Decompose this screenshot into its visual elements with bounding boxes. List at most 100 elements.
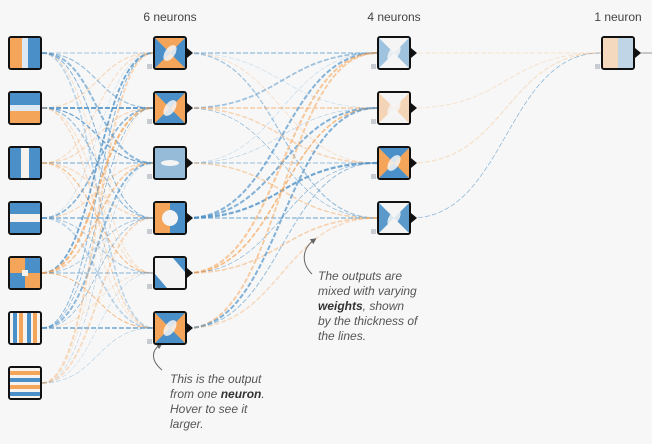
neuron-thumbnail [155,93,185,123]
neuron-output-arrow-icon [411,103,417,113]
neuron-output-arrow-icon [187,48,193,58]
neuron-2-0[interactable] [377,36,411,70]
weight-link-1-2-0[interactable] [186,52,378,164]
neuron-1-3[interactable] [153,201,187,235]
weight-link-2-3-0[interactable] [410,52,602,219]
weight-link-0-5-0[interactable] [41,52,154,329]
weight-link-0-6-0[interactable] [41,52,154,384]
annotation-weights: The outputs are mixed with varying weigh… [318,269,418,343]
neuron-thumbnail [379,148,409,178]
weight-link-0-0-2[interactable] [41,52,154,164]
weight-link-0-1-3[interactable] [41,107,154,219]
annotation-pointer-output [153,343,163,371]
weight-link-1-2-1[interactable] [186,107,378,164]
input-feature-6[interactable] [8,366,42,400]
neuron-thumbnail [379,203,409,233]
weight-link-0-6-1[interactable] [41,107,154,384]
neuron-thumbnail [155,313,185,343]
neuron-output-arrow-icon [187,213,193,223]
weight-link-1-4-2[interactable] [186,162,378,274]
weight-link-0-6-3[interactable] [41,217,154,384]
neuron-1-4[interactable] [153,256,187,290]
neuron-thumbnail [379,93,409,123]
weight-link-0-2-1[interactable] [41,107,154,164]
input-feature-0[interactable] [8,36,42,70]
neuron-output-arrow-icon [411,48,417,58]
weight-link-1-4-3[interactable] [186,217,378,274]
input-feature-2[interactable] [8,146,42,180]
neuron-output-arrow-icon [187,268,193,278]
weight-link-0-5-4[interactable] [41,272,154,329]
bias-square-icon[interactable] [371,119,376,124]
neuron-thumbnail [155,148,185,178]
weight-link-1-3-1[interactable] [186,106,378,220]
neuron-2-1[interactable] [377,91,411,125]
weight-link-0-4-2[interactable] [41,162,154,274]
bias-square-icon[interactable] [147,64,152,69]
input-feature-5[interactable] [8,311,42,345]
bias-square-icon[interactable] [147,174,152,179]
weight-link-1-5-3[interactable] [186,217,378,329]
neuron-output-arrow-icon [187,323,193,333]
neuron-output-arrow-icon [635,48,641,58]
weight-links [41,51,652,384]
neuron-thumbnail [155,38,185,68]
neuron-thumbnail [379,38,409,68]
neuron-1-2[interactable] [153,146,187,180]
neuron-3-0[interactable] [601,36,635,70]
neuron-thumbnail [10,313,40,343]
weight-link-0-1-2[interactable] [41,107,154,164]
bias-square-icon[interactable] [371,64,376,69]
weight-link-0-5-3[interactable] [41,217,154,329]
input-feature-1[interactable] [8,91,42,125]
weight-link-0-4-5[interactable] [41,272,154,329]
neuron-thumbnail [10,258,40,288]
bias-square-icon[interactable] [147,119,152,124]
neuron-output-arrow-icon [411,158,417,168]
weight-link-2-1-0[interactable] [410,52,602,109]
weight-link-1-5-1[interactable] [186,107,378,329]
neuron-thumbnail [10,93,40,123]
weight-link-1-5-0[interactable] [186,52,378,329]
weight-link-0-3-5[interactable] [41,217,154,329]
weight-link-0-6-4[interactable] [41,272,154,384]
weight-link-0-3-0[interactable] [41,52,154,219]
weight-link-2-2-0[interactable] [410,52,602,164]
weight-link-0-6-5[interactable] [41,327,154,384]
layer-label-3: 1 neuron [594,10,642,24]
weight-link-0-1-0[interactable] [41,52,154,109]
input-feature-4[interactable] [8,256,42,290]
neuron-thumbnail [10,38,40,68]
weight-link-0-6-2[interactable] [41,162,154,384]
bias-square-icon[interactable] [595,64,600,69]
weight-link-0-4-0[interactable] [41,52,154,274]
neuron-output-arrow-icon [187,103,193,113]
bias-square-icon[interactable] [371,229,376,234]
neuron-2-3[interactable] [377,201,411,235]
weight-link-1-4-0[interactable] [186,51,378,275]
annotation-pointer-weights [303,238,317,275]
annotation-neuron-output: This is the output from one neuron. Hove… [170,372,265,431]
bias-square-icon[interactable] [147,229,152,234]
neuron-1-0[interactable] [153,36,187,70]
neuron-1-5[interactable] [153,311,187,345]
neuron-2-2[interactable] [377,146,411,180]
neuron-thumbnail [155,203,185,233]
weight-link-0-5-1[interactable] [41,107,154,329]
neuron-1-1[interactable] [153,91,187,125]
weight-link-0-2-4[interactable] [41,162,154,274]
weight-link-0-0-1[interactable] [41,52,154,109]
weight-link-1-1-0[interactable] [186,52,378,109]
bias-square-icon[interactable] [147,339,152,344]
input-feature-3[interactable] [8,201,42,235]
neuron-thumbnail [10,148,40,178]
neuron-output-arrow-icon [187,158,193,168]
weight-link-0-2-0[interactable] [41,52,154,164]
layer-label-1: 6 neurons [143,10,197,24]
bias-square-icon[interactable] [371,174,376,179]
weight-link-0-3-1[interactable] [41,107,154,219]
bias-square-icon[interactable] [147,284,152,289]
weight-link-0-5-2[interactable] [41,162,154,329]
neuron-output-arrow-icon [411,213,417,223]
